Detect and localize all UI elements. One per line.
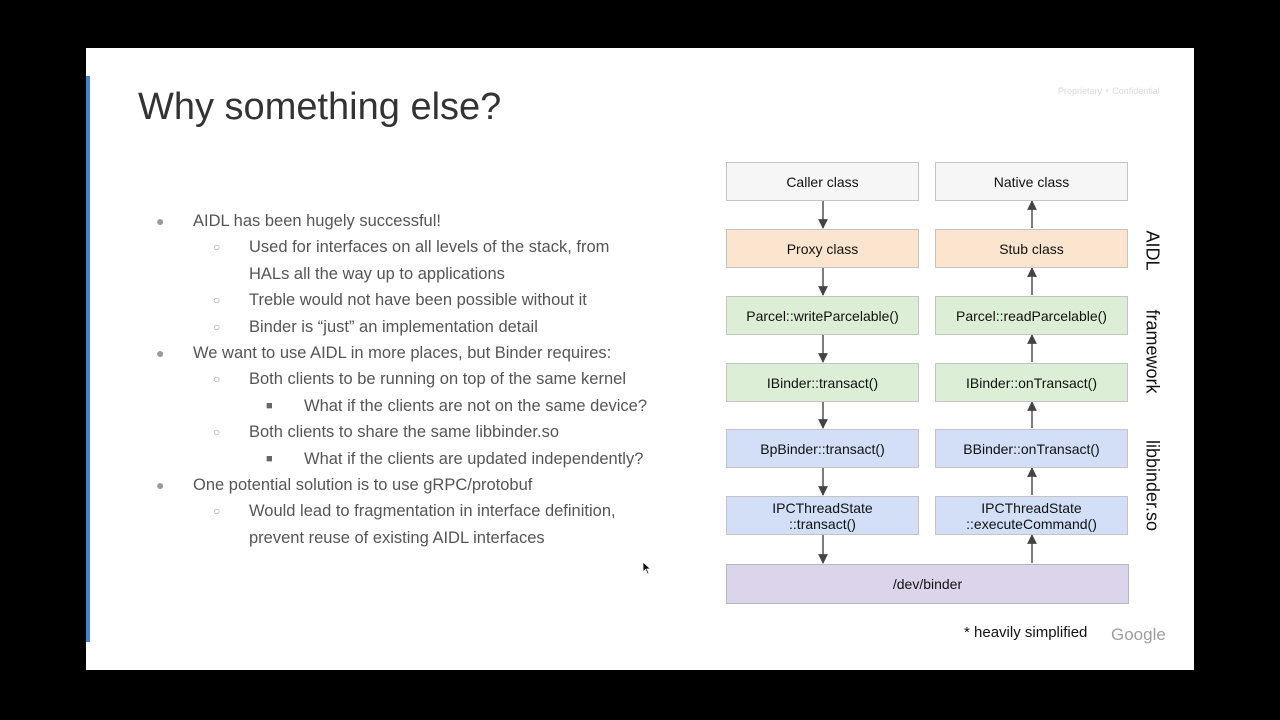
left-box-6: IPCThreadState::transact() xyxy=(726,496,919,535)
bullet-text-level2: Both clients to be running on top of the… xyxy=(249,370,626,389)
confidential-label: Proprietary + Confidential xyxy=(1058,86,1160,96)
right-box-label: IBinder::onTransact() xyxy=(966,375,1097,391)
bullet-marker-level3: ■ xyxy=(266,399,273,412)
box-label-line1: Stub class xyxy=(999,240,1064,257)
footnote: * heavily simplified xyxy=(964,624,1088,641)
layer-label-libbinder: libbinder.so xyxy=(1142,439,1163,532)
bullet-text-level2: HALs all the way up to applications xyxy=(249,264,505,283)
box-label-line1: Parcel::writeParcelable() xyxy=(746,307,899,324)
bullet-text-level2: Used for interfaces on all levels of the… xyxy=(249,238,610,257)
left-box-4: IBinder::transact() xyxy=(726,363,919,402)
right-box-2: Stub class xyxy=(935,229,1128,268)
bullet-marker-level2: ○ xyxy=(213,504,221,519)
dev-binder-box: /dev/binder xyxy=(726,564,1129,604)
box-label-line1: Parcel::readParcelable() xyxy=(956,307,1107,324)
right-box-1: Native class xyxy=(935,162,1128,201)
accent-bar xyxy=(86,76,90,642)
left-box-label: BpBinder::transact() xyxy=(760,441,885,457)
box-label-line1: Proxy class xyxy=(786,240,859,257)
bullet-marker-level1: ● xyxy=(156,477,165,493)
bullet-marker-level2: ○ xyxy=(213,319,221,334)
box-label-line1: BpBinder::transact() xyxy=(760,440,885,457)
left-box-5: BpBinder::transact() xyxy=(726,429,919,468)
bullet-text-level3: What if the clients are not on the same … xyxy=(304,396,648,415)
right-box-4: IBinder::onTransact() xyxy=(935,363,1128,402)
bullet-marker-level3: ■ xyxy=(266,452,273,465)
left-box-3: Parcel::writeParcelable() xyxy=(726,296,919,335)
bullet-text-level1: One potential solution is to use gRPC/pr… xyxy=(193,476,533,494)
bullet-text-level1: AIDL has been hugely successful! xyxy=(193,212,441,230)
slide: Why something else? Proprietary + Confid… xyxy=(86,48,1194,670)
layer-label-aidl: AIDL xyxy=(1142,230,1163,271)
left-box-2: Proxy class xyxy=(726,229,919,268)
bullet-marker-level2: ○ xyxy=(213,425,221,440)
box-label-line1: Caller class xyxy=(786,173,859,190)
left-box-label: IPCThreadState::transact() xyxy=(772,500,872,532)
bullet-text-level1: We want to use AIDL in more places, but … xyxy=(193,344,612,362)
box-label-line2: ::transact() xyxy=(789,515,856,532)
right-box-label: Stub class xyxy=(999,241,1064,257)
diagram-arrows xyxy=(818,200,1037,564)
bullet-text-level3: What if the clients are updated independ… xyxy=(304,449,644,468)
bullet-text-level2: Binder is “just” an implementation detai… xyxy=(249,317,538,336)
left-box-label: Caller class xyxy=(786,174,858,190)
right-box-label: BBinder::onTransact() xyxy=(963,441,1099,457)
box-label-line1: IPCThreadState xyxy=(772,499,873,516)
bullet-marker-level1: ● xyxy=(156,213,165,229)
bullet-marker-level2: ○ xyxy=(213,372,221,387)
box-label-line1: IBinder::transact() xyxy=(766,374,879,391)
left-box-1: Caller class xyxy=(726,162,919,201)
bullet-text-level2: Would lead to fragmentation in interface… xyxy=(249,502,616,521)
box-label-line1: Native class xyxy=(993,173,1070,190)
mouse-cursor-icon xyxy=(642,561,652,575)
bullet-marker-level2: ○ xyxy=(213,240,221,255)
right-box-6: IPCThreadState::executeCommand() xyxy=(935,496,1128,535)
box-label-line1: BBinder::onTransact() xyxy=(963,440,1100,457)
box-label-line1: IBinder::onTransact() xyxy=(966,374,1097,391)
bullet-marker-level2: ○ xyxy=(213,293,221,308)
layer-label-framework: framework xyxy=(1142,309,1163,394)
right-box-label: Parcel::readParcelable() xyxy=(956,308,1107,324)
box-label-line2: ::executeCommand() xyxy=(966,515,1097,532)
right-box-5: BBinder::onTransact() xyxy=(935,429,1128,468)
slide-title: Why something else? xyxy=(138,86,502,128)
bullet-text-level2: Both clients to share the same libbinder… xyxy=(249,423,560,442)
bullet-marker-level1: ● xyxy=(156,345,165,361)
google-logo: Google xyxy=(1111,625,1166,644)
dev-binder-label: /dev/binder xyxy=(892,576,963,592)
right-box-label: IPCThreadState::executeCommand() xyxy=(966,500,1097,532)
bullet-text-level2: Treble would not have been possible with… xyxy=(249,291,587,310)
left-box-label: IBinder::transact() xyxy=(767,375,878,391)
right-box-label: Native class xyxy=(994,174,1069,190)
left-box-label: Parcel::writeParcelable() xyxy=(746,308,899,324)
box-label-line1: IPCThreadState xyxy=(981,499,1082,516)
bullet-text-level2: prevent reuse of existing AIDL interface… xyxy=(249,528,545,547)
left-box-label: Proxy class xyxy=(787,241,859,257)
right-box-3: Parcel::readParcelable() xyxy=(935,296,1128,335)
